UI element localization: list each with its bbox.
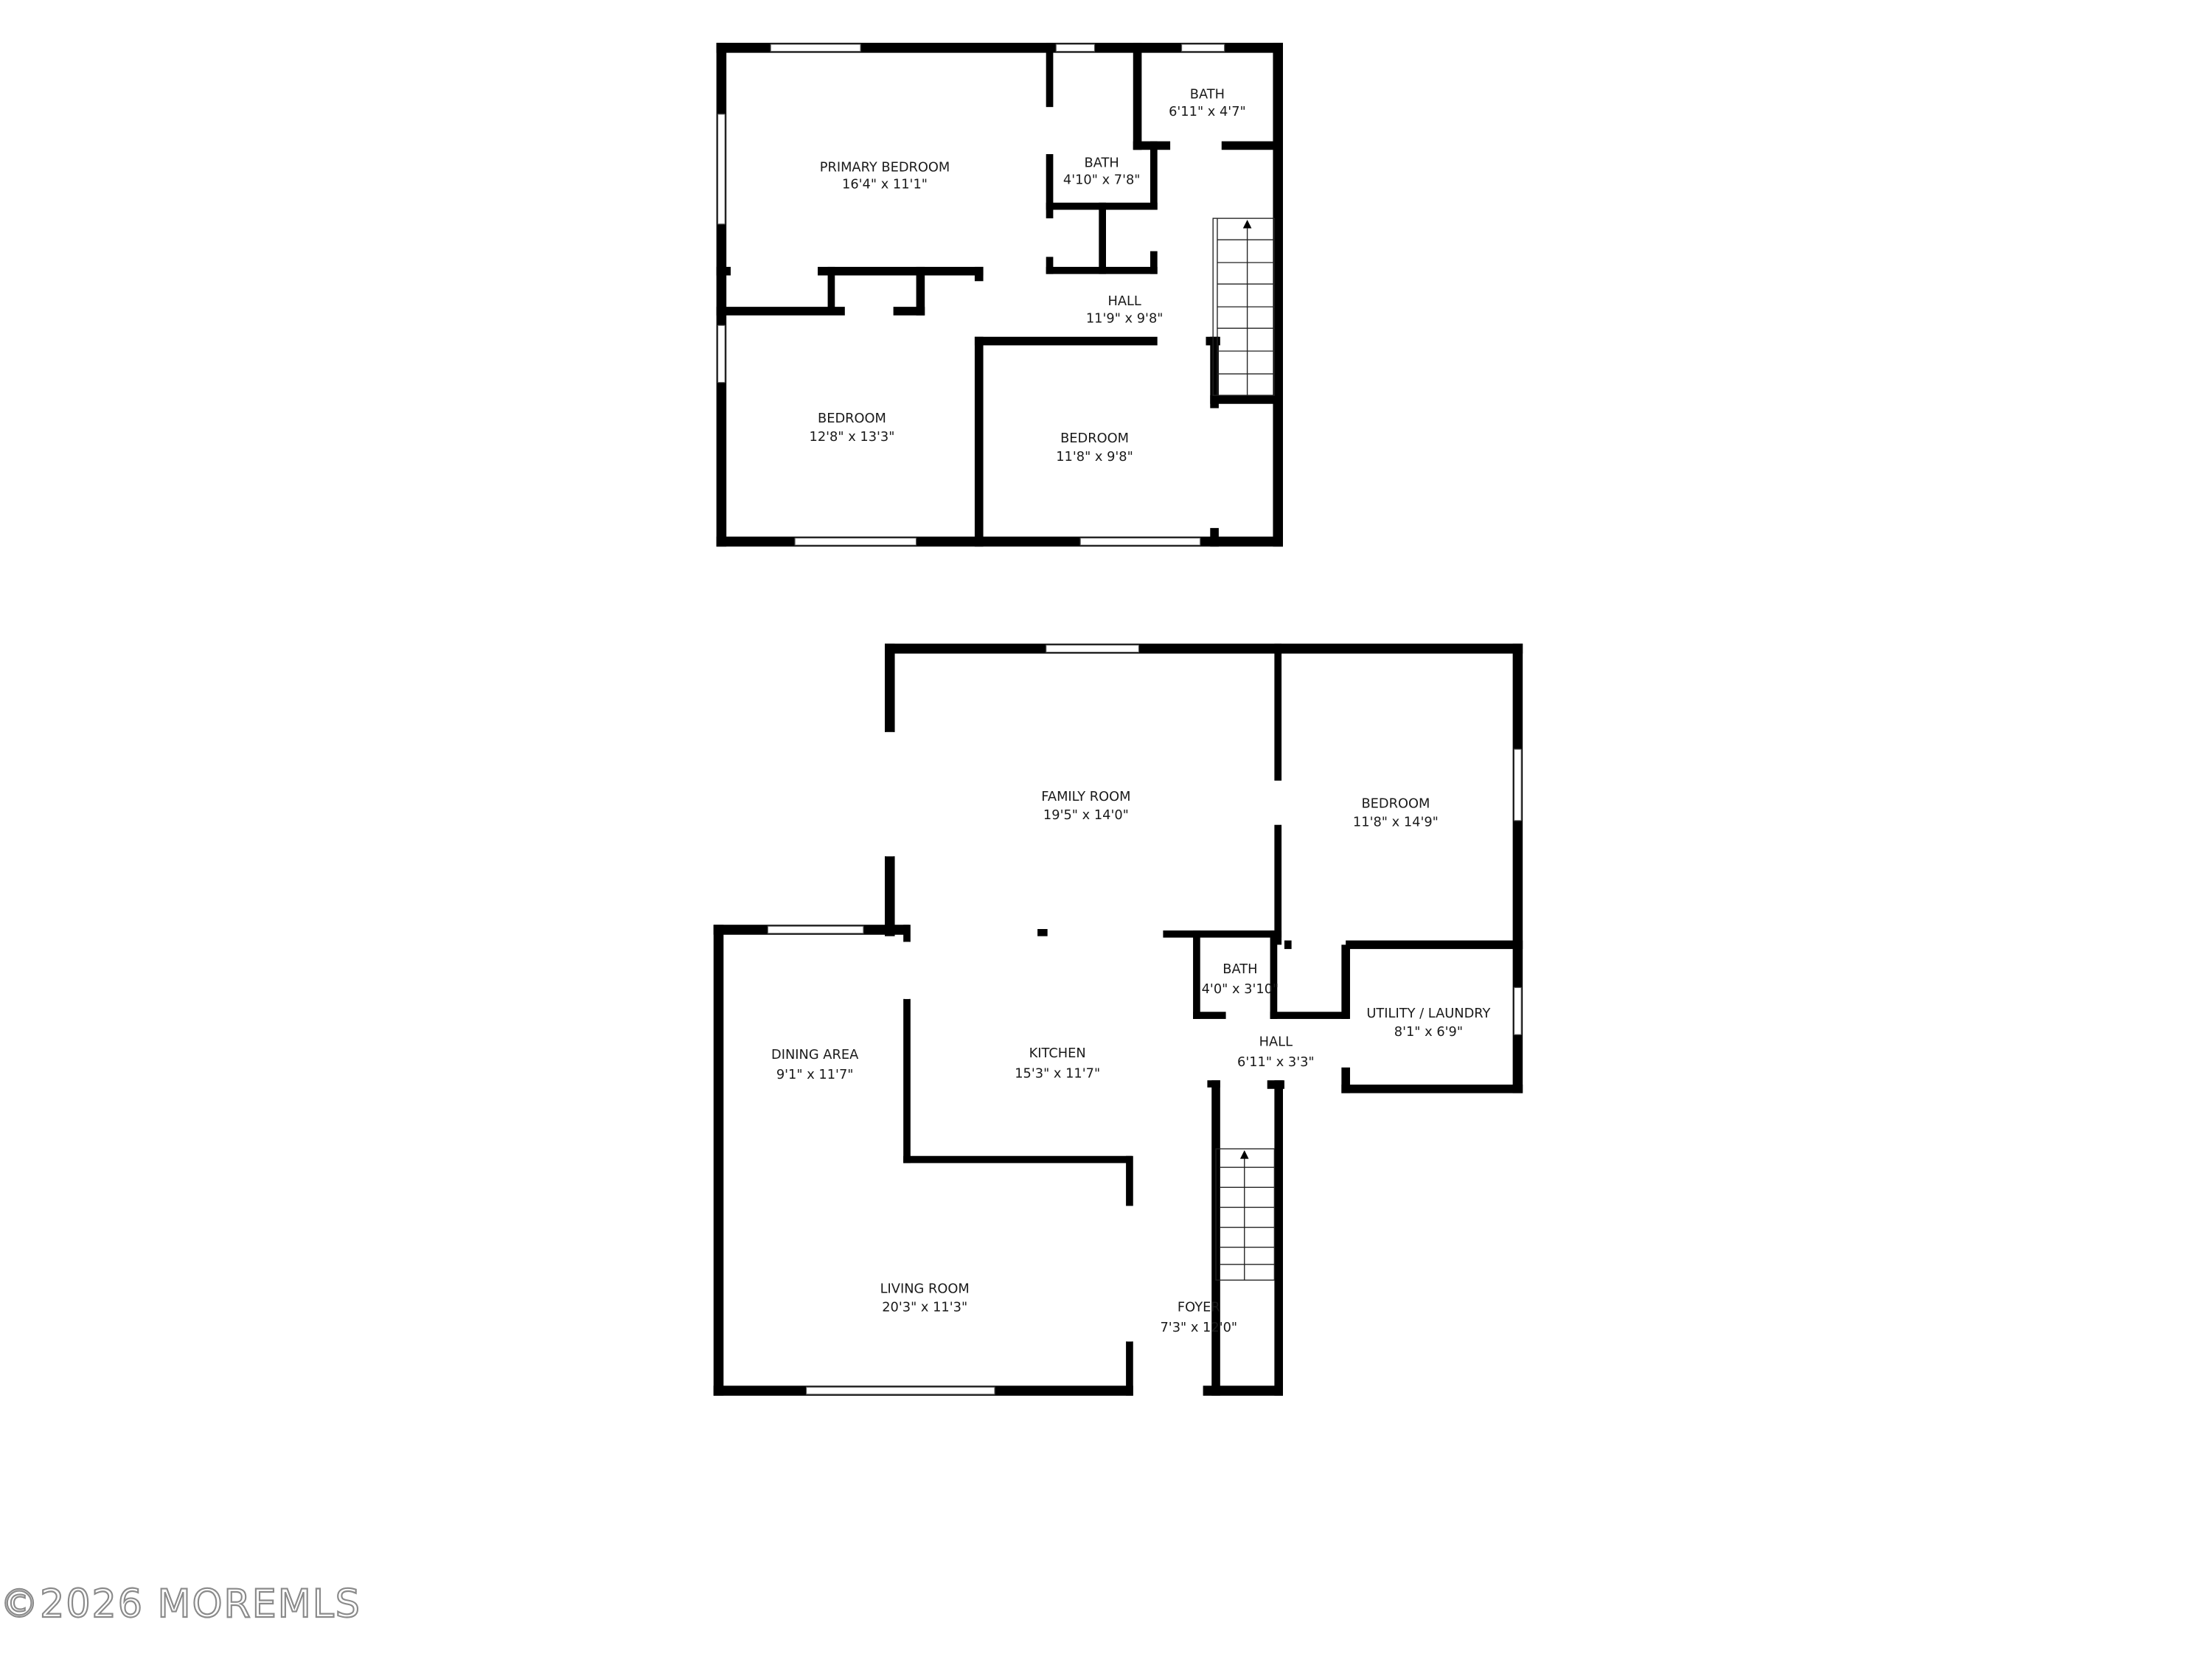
room-size: 8'1" x 6'9" <box>1394 1024 1463 1040</box>
room-name: FAMILY ROOM <box>1041 789 1130 804</box>
room-name: BEDROOM <box>818 411 886 426</box>
room-size: 20'3" x 11'3" <box>882 1300 967 1315</box>
room-name: UTILITY / LAUNDRY <box>1366 1006 1490 1021</box>
room-size: 4'10" x 7'8" <box>1063 173 1141 188</box>
room-name: BATH <box>1085 155 1119 170</box>
room-name: HALL <box>1259 1034 1293 1050</box>
room-name: HALL <box>1107 293 1141 309</box>
room-size: 12'8" x 13'3" <box>810 429 895 445</box>
watermark: ©2026 MOREMLS <box>0 1582 361 1627</box>
upper-floor: PRIMARY BEDROOM 16'4" x 11'1" BATH 4'10"… <box>716 43 1283 547</box>
main-floor: FAMILY ROOM 19'5" x 14'0" BEDROOM 11'8" … <box>713 643 1523 1396</box>
room-name: PRIMARY BEDROOM <box>820 159 950 175</box>
upper-stairs <box>1212 218 1276 396</box>
room-name: FOYER <box>1178 1300 1220 1315</box>
room-size: 19'5" x 14'0" <box>1043 807 1129 823</box>
room-size: 16'4" x 11'1" <box>842 176 928 192</box>
room-size: 11'8" x 9'8" <box>1056 449 1133 465</box>
room-name: DINING AREA <box>771 1047 859 1062</box>
upper-room-labels: PRIMARY BEDROOM 16'4" x 11'1" BATH 4'10"… <box>810 87 1246 465</box>
room-name: BEDROOM <box>1361 796 1430 811</box>
room-name: BATH <box>1222 961 1257 977</box>
stairs-up-arrow-icon <box>1239 1150 1249 1159</box>
room-size: 6'11" x 3'3" <box>1237 1054 1315 1070</box>
main-windows <box>767 644 1522 1395</box>
room-size: 7'3" x 12'0" <box>1160 1320 1237 1335</box>
upper-walls <box>716 43 1283 547</box>
room-size: 15'3" x 11'7" <box>1015 1065 1100 1081</box>
room-name: BATH <box>1190 87 1225 102</box>
room-size: 4'0" x 3'10" <box>1202 981 1279 997</box>
main-stairs <box>1215 1148 1276 1281</box>
stairs-up-arrow-icon <box>1242 220 1252 229</box>
room-size: 6'11" x 4'7" <box>1169 104 1246 119</box>
room-size: 11'8" x 14'9" <box>1353 815 1439 830</box>
room-name: BEDROOM <box>1060 431 1129 446</box>
main-room-labels: FAMILY ROOM 19'5" x 14'0" BEDROOM 11'8" … <box>771 789 1491 1335</box>
upper-windows <box>717 44 1225 546</box>
room-size: 9'1" x 11'7" <box>776 1067 854 1082</box>
room-name: KITCHEN <box>1029 1046 1086 1061</box>
room-name: LIVING ROOM <box>880 1281 970 1297</box>
room-size: 11'9" x 9'8" <box>1086 310 1164 326</box>
